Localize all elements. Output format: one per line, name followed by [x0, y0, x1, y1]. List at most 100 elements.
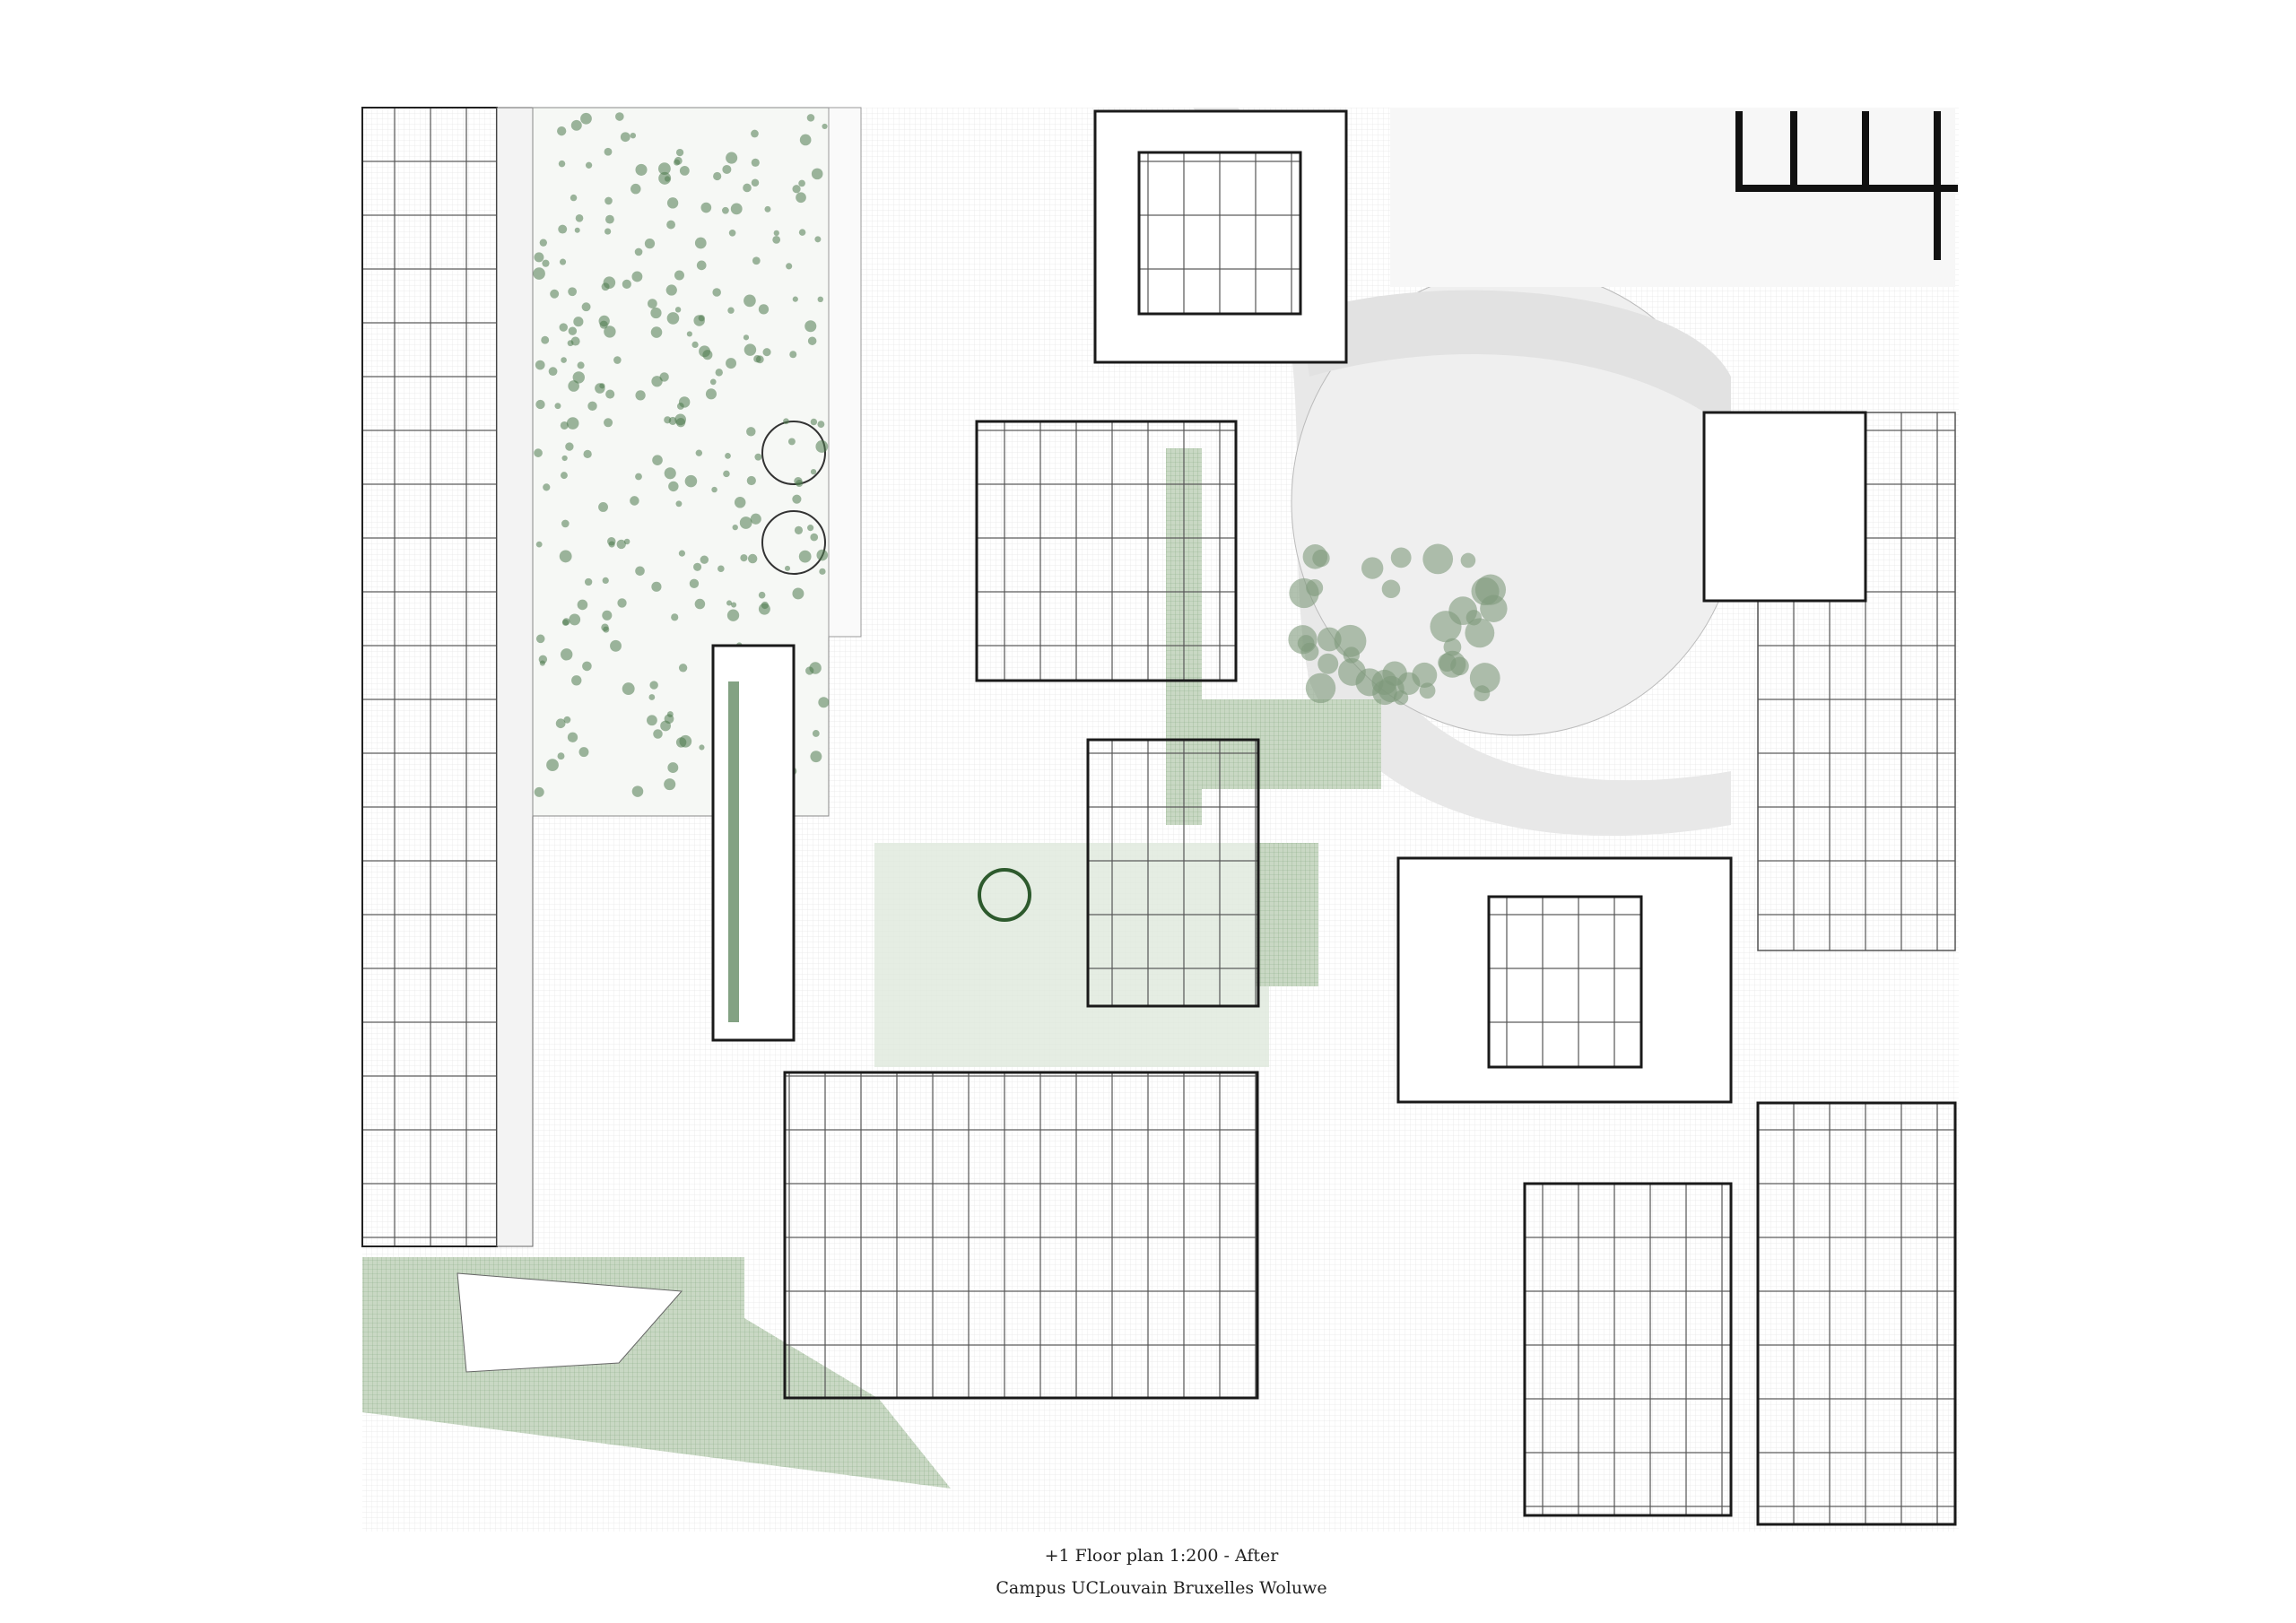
tree-icon	[604, 196, 613, 205]
tree-icon	[635, 566, 645, 577]
tree-icon	[798, 550, 812, 563]
building-top-right	[1735, 111, 1958, 260]
tree-icon	[740, 554, 748, 562]
tree-icon	[816, 549, 829, 561]
tree-icon	[534, 786, 544, 797]
tree-icon	[657, 162, 671, 175]
tree-icon	[772, 235, 781, 244]
tree-icon	[796, 480, 804, 488]
tree-icon	[726, 600, 733, 606]
tree-icon	[726, 609, 740, 621]
tree-icon	[787, 438, 796, 446]
tree-icon	[562, 618, 570, 626]
building-library	[711, 644, 796, 1042]
building-bottom-right	[1523, 1182, 1733, 1517]
tree-icon	[558, 224, 568, 234]
tree-icon	[1474, 685, 1491, 702]
tree-icon	[699, 744, 705, 751]
drawing-title: +1 Floor plan 1:200 - After	[1044, 1546, 1279, 1566]
tree-icon	[569, 613, 581, 626]
tree-icon	[689, 578, 700, 589]
tree-icon	[754, 453, 762, 461]
tree-icon	[709, 378, 717, 386]
tree-icon	[622, 682, 635, 696]
tree-icon	[608, 541, 615, 548]
building-center	[975, 420, 1238, 682]
tree-icon	[541, 335, 550, 344]
tree-icon	[548, 367, 558, 377]
tree-icon	[555, 718, 566, 729]
tree-icon	[635, 163, 648, 176]
tree-icon	[557, 126, 567, 136]
tree-icon	[750, 513, 761, 525]
tree-icon	[1443, 638, 1462, 656]
tree-icon	[731, 602, 737, 608]
tree-icon	[1306, 578, 1324, 597]
tree-icon	[571, 675, 582, 686]
tree-icon	[535, 634, 545, 644]
tree-icon	[679, 734, 692, 748]
tree-icon	[804, 320, 817, 333]
tree-icon	[666, 711, 674, 718]
tree-icon	[751, 129, 759, 138]
tree-icon	[684, 474, 698, 488]
tree-icon	[732, 524, 738, 531]
tree-icon	[535, 360, 545, 370]
tree-icon	[743, 183, 752, 193]
tree-icon	[605, 214, 614, 224]
tree-icon	[605, 389, 615, 399]
tree-icon	[660, 720, 671, 732]
fountain	[978, 868, 1031, 922]
tree-icon	[543, 483, 551, 491]
tree-icon	[753, 355, 761, 363]
tree-icon	[1361, 557, 1384, 579]
tree-icon	[631, 271, 643, 282]
tree-icon	[713, 171, 722, 181]
tree-icon	[711, 486, 718, 493]
tree-icon	[581, 302, 591, 312]
tree-icon	[674, 307, 682, 313]
tree-icon	[560, 421, 569, 430]
tree-icon	[610, 639, 622, 652]
tree-icon	[810, 751, 822, 763]
tree-icon	[798, 179, 805, 187]
tree-icon	[674, 159, 681, 166]
tree-icon	[666, 312, 680, 325]
tree-icon	[568, 287, 578, 297]
tree-icon	[622, 279, 631, 289]
tree-icon	[811, 168, 823, 180]
tree-icon	[666, 220, 676, 230]
tree-icon	[679, 165, 690, 176]
tree-icon	[550, 289, 560, 299]
tree-icon	[712, 288, 721, 297]
tree-icon	[1318, 653, 1339, 674]
tree-icon	[751, 158, 760, 167]
tree-icon	[725, 452, 731, 459]
tree-icon	[650, 326, 663, 338]
tree-icon	[722, 164, 732, 174]
tree-icon	[617, 598, 627, 608]
tree-icon	[560, 258, 567, 265]
tree-icon	[587, 401, 597, 412]
tree-icon	[572, 371, 585, 384]
tree-icon	[799, 134, 812, 146]
tree-icon	[807, 525, 814, 532]
tree-icon	[699, 345, 710, 358]
tree-icon	[817, 296, 824, 303]
tree-icon	[773, 230, 779, 237]
tree-icon	[758, 591, 766, 599]
tree-icon	[812, 730, 820, 737]
tree-icon	[559, 550, 572, 563]
tree-icon	[539, 239, 547, 247]
tree-icon	[558, 160, 566, 168]
tree-icon	[691, 341, 699, 349]
tree-icon	[675, 500, 683, 508]
tree-icon	[582, 661, 592, 672]
building-north-core	[1137, 151, 1302, 316]
tree-icon	[557, 752, 565, 760]
tree-icon	[809, 662, 822, 674]
tree-icon	[1448, 596, 1478, 626]
tree-icon	[666, 197, 679, 209]
tree-icon	[726, 358, 736, 369]
